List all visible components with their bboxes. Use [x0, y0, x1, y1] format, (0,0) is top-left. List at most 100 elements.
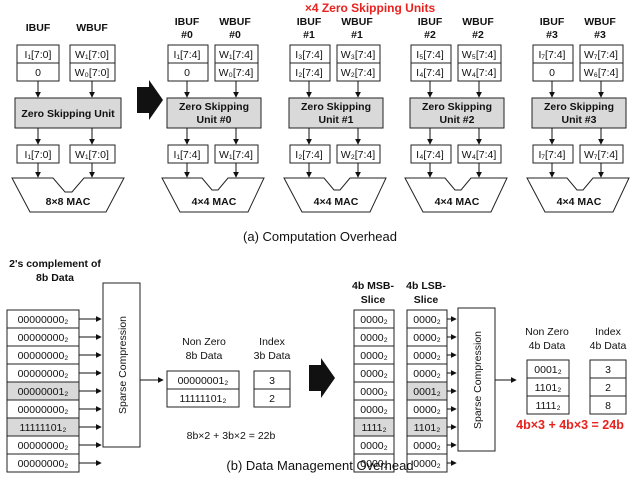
zsu-label-line: Unit #2	[439, 114, 474, 126]
sparse-compression-right: Sparse Compression	[472, 331, 484, 429]
nonzero-4b-value: 1101₂	[535, 382, 562, 394]
left-formula: 8b×2 + 3b×2 = 22b	[187, 430, 276, 442]
ibuf-bottom-cell: I₄[7:4]	[416, 67, 444, 79]
wbuf-label-line: #1	[351, 29, 363, 41]
wbuf-label-line: #2	[472, 29, 484, 41]
wbuf-label: WBUF#1	[341, 16, 373, 41]
wbuf-label: WBUF#3	[584, 16, 616, 41]
msb-slice-row: 0000₂	[360, 314, 387, 326]
lsb-slice-row: 0000₂	[413, 368, 440, 380]
baseline-ibuf-bottom: 0	[35, 67, 41, 79]
wbuf-label-line: #0	[229, 29, 241, 41]
zsu-label-line: Zero Skipping	[179, 101, 249, 113]
wbuf-top-cell: W₇[7:4]	[584, 49, 618, 61]
zsu-label-line: Unit #1	[318, 114, 353, 126]
ibuf-label-line: #0	[181, 29, 193, 41]
out-weight-cell: W₂[7:4]	[341, 149, 376, 161]
wbuf-bottom-cell: W₄[7:4]	[462, 67, 497, 79]
ibuf-label: IBUF#0	[175, 16, 200, 41]
msb-slice-row: 1111₂	[361, 422, 386, 434]
ibuf-top-cell: I₇[7:4]	[539, 49, 566, 61]
wbuf-label: WBUF#0	[219, 16, 251, 41]
nonzero-4b-header-line1: Non Zero	[525, 326, 569, 338]
nonzero-8b-value: 00000001₂	[178, 375, 229, 387]
wbuf-top-cell: W₅[7:4]	[462, 49, 497, 61]
wbuf-label-line: #3	[594, 29, 606, 41]
zero-skipping-unit: IBUF#2WBUF#2I₅[7:4]I₄[7:4]W₅[7:4]W₄[7:4]…	[404, 16, 508, 213]
twos-complement-row: 00000000₂	[18, 332, 69, 344]
part-b-caption: (b) Data Management Overhead	[226, 458, 413, 473]
out-input-cell: I₂[7:4]	[295, 149, 323, 161]
lsb-slice-row: 0000₂	[413, 314, 440, 326]
nonzero-8b-header-line1: Non Zero	[182, 336, 226, 348]
index-3b-header-line1: Index	[259, 336, 285, 348]
index-4b-header-line1: Index	[595, 326, 621, 338]
out-weight-cell: W₄[7:4]	[462, 149, 497, 161]
wbuf-top-cell: W₃[7:4]	[341, 49, 376, 61]
nonzero-8b-header-line2: 8b Data	[186, 350, 223, 362]
transform-arrow-b	[309, 358, 335, 398]
ibuf-top-cell: I₅[7:4]	[416, 49, 444, 61]
baseline-unit: IBUF WBUF I₁[7:0] 0 W₁[7:0] W₀[7:0] Zero…	[11, 22, 125, 213]
lsb-slice-row: 0000₂	[413, 440, 440, 452]
ibuf-label-line: IBUF	[297, 16, 322, 28]
index-4b-header-line2: 4b Data	[590, 340, 627, 352]
ibuf-bottom-cell: 0	[184, 67, 190, 79]
ibuf-bottom-cell: 0	[549, 67, 555, 79]
twos-complement-header-line2: 8b Data	[36, 272, 74, 284]
twos-complement-header-line1: 2's complement of	[9, 258, 101, 270]
zsu-label-line: Zero Skipping	[544, 101, 614, 113]
msb-slice-row: 0000₂	[360, 404, 387, 416]
wbuf-label-line: WBUF	[584, 16, 616, 28]
wbuf-top-cell: W₁[7:4]	[219, 49, 253, 61]
baseline-ibuf-label: IBUF	[26, 22, 51, 34]
lsb-slice-row: 0000₂	[413, 350, 440, 362]
wbuf-label-line: WBUF	[219, 16, 251, 28]
twos-complement-row: 00000000₂	[18, 458, 69, 470]
baseline-zsu-label: Zero Skipping Unit	[21, 108, 115, 120]
ibuf-label-line: #2	[424, 29, 436, 41]
out-input-cell: I₇[7:4]	[539, 149, 566, 161]
twos-complement-row: 00000000₂	[18, 314, 69, 326]
ibuf-label: IBUF#1	[297, 16, 322, 41]
out-weight-cell: W₁[7:4]	[219, 149, 253, 161]
msb-slice-row: 0000₂	[360, 386, 387, 398]
lsb-slice-row: 0000₂	[413, 404, 440, 416]
mac-label: 4×4 MAC	[314, 196, 359, 208]
twos-complement-row: 00000000₂	[18, 368, 69, 380]
lsb-slice-header-line2: Slice	[414, 294, 439, 306]
zsu-label-line: Unit #0	[196, 114, 231, 126]
right-formula: 4b×3 + 4b×3 = 24b	[516, 418, 624, 432]
msb-slice-row: 0000₂	[360, 332, 387, 344]
twos-complement-row: 00000000₂	[18, 350, 69, 362]
wbuf-label-line: WBUF	[462, 16, 494, 28]
msb-slice-header-line1: 4b MSB-	[352, 280, 395, 292]
baseline-mac-label: 8×8 MAC	[46, 196, 91, 208]
twos-complement-row: 11111101₂	[20, 422, 67, 434]
nonzero-4b-header-line2: 4b Data	[529, 340, 566, 352]
lsb-slice-row: 0001₂	[413, 386, 440, 398]
ibuf-label-line: IBUF	[418, 16, 443, 28]
ibuf-label-line: #1	[303, 29, 315, 41]
mac-label: 4×4 MAC	[557, 196, 602, 208]
index-3b-value: 3	[269, 375, 275, 387]
out-input-cell: I₁[7:4]	[174, 149, 201, 161]
transform-arrow-a	[137, 80, 163, 120]
ibuf-label: IBUF#3	[540, 16, 565, 41]
lsb-slice-row: 0000₂	[413, 458, 440, 470]
msb-slice-row: 0000₂	[360, 440, 387, 452]
wbuf-label: WBUF#2	[462, 16, 494, 41]
ibuf-bottom-cell: I₂[7:4]	[295, 67, 323, 79]
baseline-wbuf-bottom: W₀[7:0]	[75, 67, 110, 79]
zsu-label-line: Unit #3	[561, 114, 596, 126]
baseline-wbuf-label: WBUF	[76, 22, 108, 34]
zsu-label-line: Zero Skipping	[422, 101, 492, 113]
baseline-out-input: I₁[7:0]	[25, 149, 52, 161]
